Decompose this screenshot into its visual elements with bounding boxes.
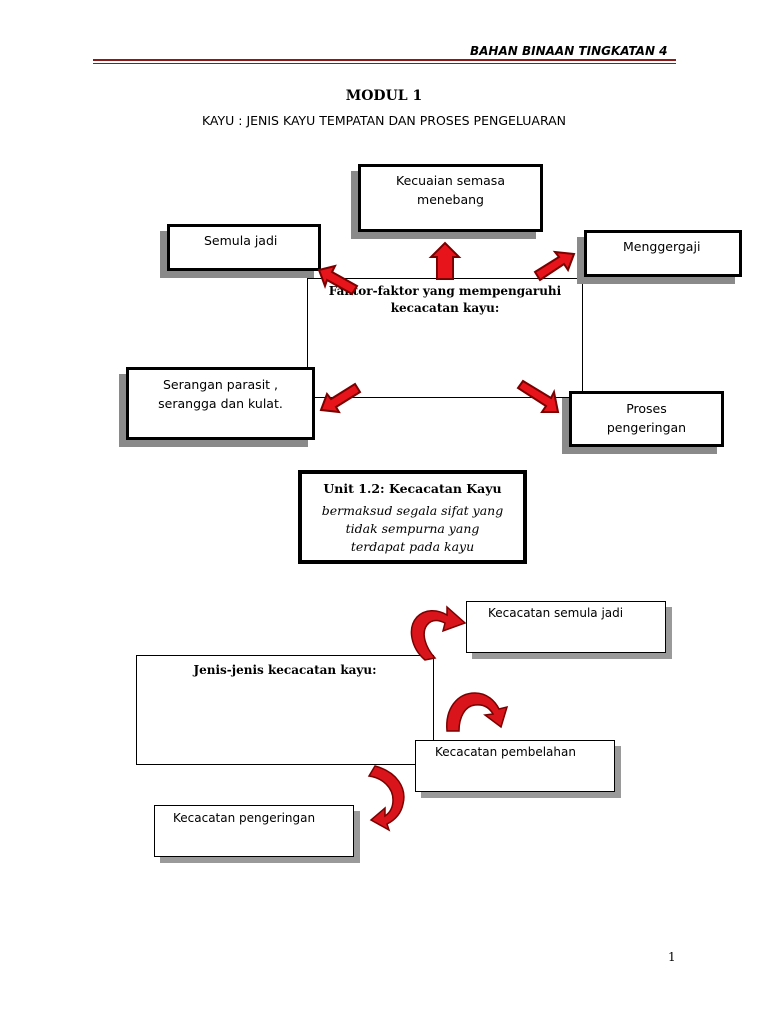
page-number: 1 [668,950,676,964]
type-pembelahan-label: Kecacatan pembelahan [435,745,576,759]
header-rule-thin [93,63,676,64]
factor-proses-line1: Proses [626,401,667,416]
unit-definition-line3: terdapat pada kayu [350,539,475,554]
curved-arrow-right-icon [410,605,467,661]
factors-center-frame: Faktor-faktor yang mempengaruhi kecacata… [307,278,583,398]
factor-box-serangan: Serangan parasit , serangga dan kulat. [126,367,315,440]
module-subtitle: KAYU : JENIS KAYU TEMPATAN DAN PROSES PE… [201,113,567,128]
curved-arrow-down-right-icon [446,692,509,732]
factor-semula-jadi-label: Semula jadi [204,233,278,248]
factor-kecuaian-line2: menebang [417,192,484,207]
factor-box-semula-jadi: Semula jadi [167,224,321,271]
unit-definition-line2: tidak sempurna yang [345,521,480,536]
arrow-up-icon [428,241,462,280]
factor-box-proses: Proses pengeringan [569,391,724,447]
factor-box-kecuaian: Kecuaian semasa menebang [358,164,543,232]
factors-center-line2: kecacatan kayu: [390,301,500,315]
curved-arrow-down-left-icon [367,765,405,832]
factor-menggergaji-label: Menggergaji [623,239,701,254]
types-center-frame: Jenis-jenis kecacatan kayu: [136,655,434,765]
factor-proses-line2: pengeringan [606,420,687,435]
type-pengeringan-label: Kecacatan pengeringan [173,811,316,825]
unit-definition-line1: bermaksud segala sifat yang [321,503,504,518]
header-rule [93,59,676,61]
arrow-down-left-icon [319,382,362,414]
arrow-up-right-icon [533,250,576,282]
type-semula-jadi-label: Kecacatan semula jadi [488,606,624,620]
factors-center-line1: Faktor-faktor yang mempengaruhi [328,284,562,298]
unit-definition-box: Unit 1.2: Kecacatan Kayu bermaksud segal… [298,470,527,564]
unit-title: Unit 1.2: Kecacatan Kayu [323,481,502,496]
types-center-label: Jenis-jenis kecacatan kayu: [193,663,377,677]
arrow-up-left-icon [317,264,359,296]
module-title: MODUL 1 [345,88,423,104]
type-box-pengeringan: Kecacatan pengeringan [154,805,354,857]
type-box-pembelahan: Kecacatan pembelahan [415,740,615,792]
type-box-semula-jadi: Kecacatan semula jadi [466,601,666,653]
factor-box-menggergaji: Menggergaji [584,230,742,277]
arrow-down-right-icon [516,379,560,413]
running-header: BAHAN BINAAN TINGKATAN 4 [470,44,668,58]
factor-serangan-line2: serangga dan kulat. [158,396,283,411]
factor-serangan-line1: Serangan parasit , [162,377,279,392]
factor-kecuaian-line1: Kecuaian semasa [396,173,505,188]
